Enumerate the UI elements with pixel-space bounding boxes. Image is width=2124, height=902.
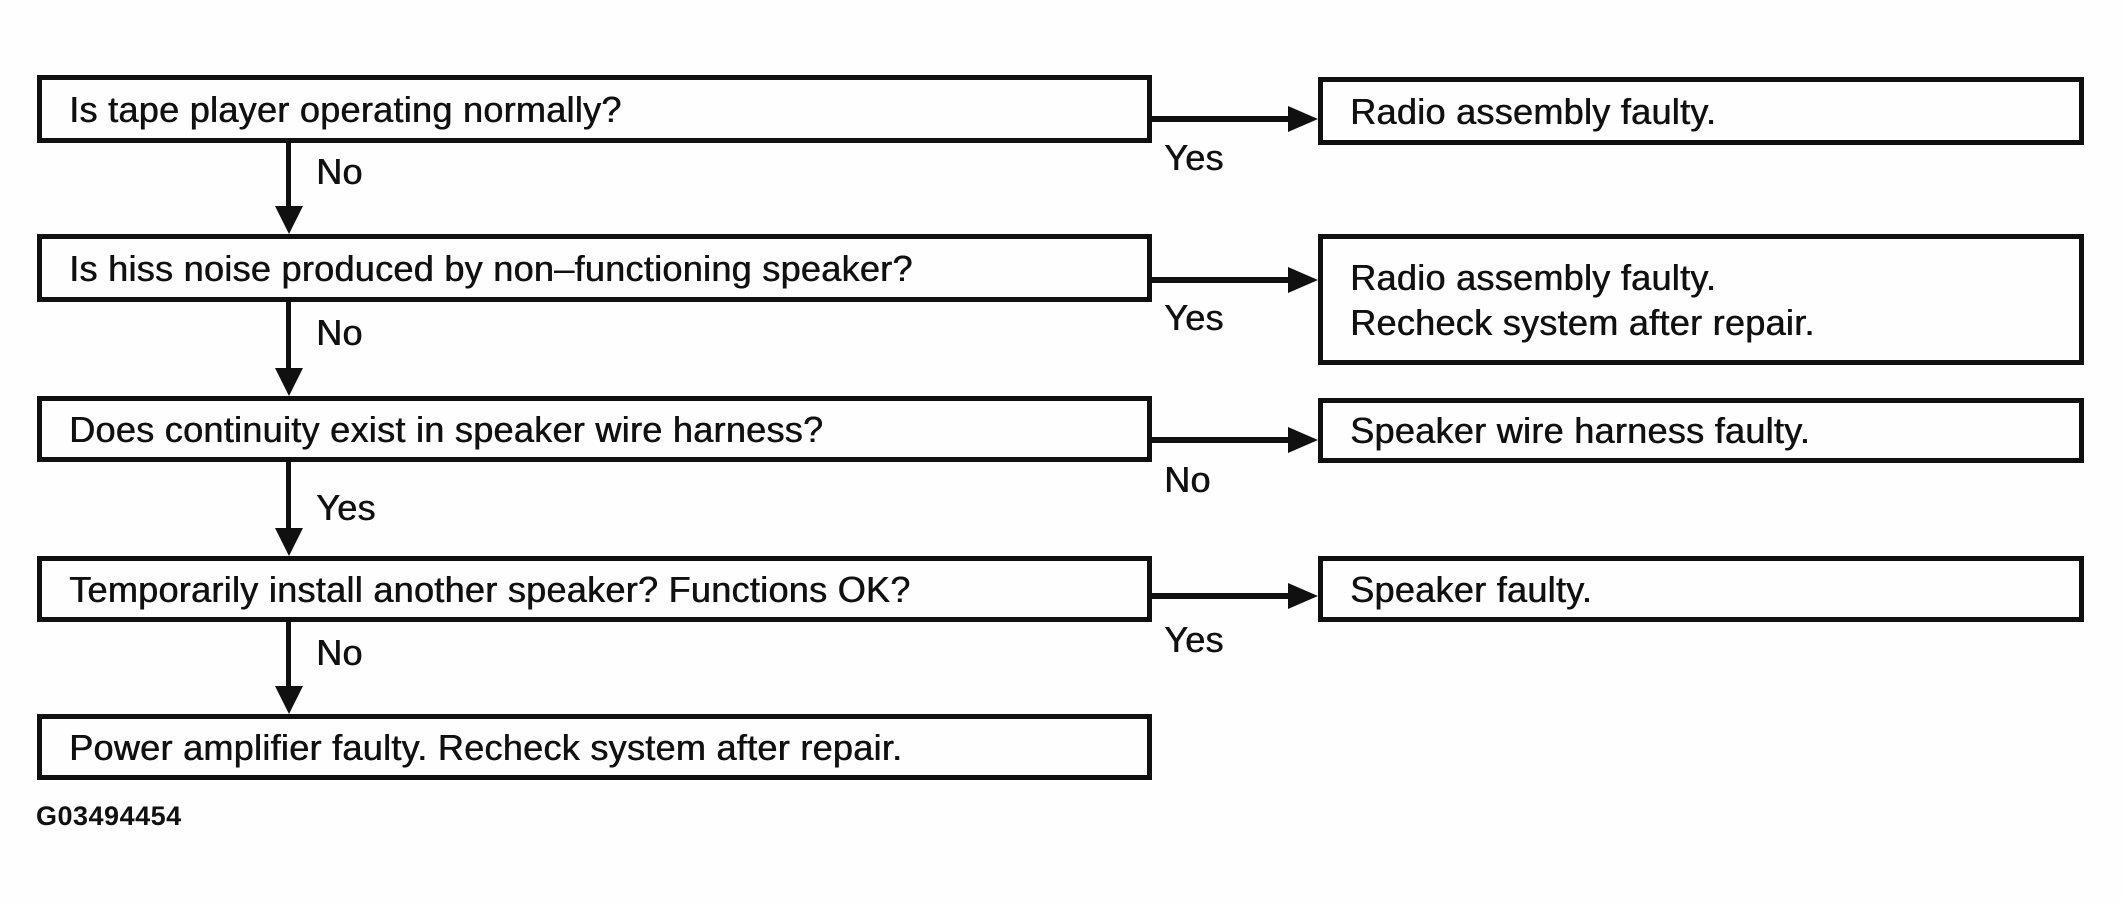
result-box-3-text: Speaker wire harness faulty.: [1350, 410, 1810, 451]
branch-arrow-4-shaft: [1152, 593, 1288, 599]
down-arrow-4-shaft: [286, 622, 291, 686]
result-box-4: Speaker faulty.: [1318, 556, 2084, 622]
figure-id-label: G03494454: [36, 801, 182, 831]
down-arrow-2-shaft: [286, 302, 291, 368]
down-label-2: No: [316, 312, 363, 353]
result-box-2-text-line1: Radio assembly faulty.: [1350, 256, 1717, 298]
terminal-box: Power amplifier faulty. Recheck system a…: [37, 714, 1152, 780]
branch-arrow-2-shaft: [1152, 277, 1288, 283]
down-label-3: Yes: [316, 487, 376, 528]
branch-arrow-1-shaft: [1152, 116, 1288, 122]
down-label-4: No: [316, 632, 363, 673]
question-box-3-text: Does continuity exist in speaker wire ha…: [69, 408, 824, 450]
result-box-1-text: Radio assembly faulty.: [1350, 90, 1717, 132]
branch-arrow-1-head: [1288, 106, 1318, 132]
down-arrow-2-head: [275, 368, 303, 396]
result-box-4-text: Speaker faulty.: [1350, 568, 1592, 610]
result-box-2-text-line2: Recheck system after repair.: [1350, 301, 1815, 343]
down-arrow-1-head: [275, 206, 303, 234]
question-box-1-text: Is tape player operating normally?: [69, 88, 622, 130]
question-box-1: Is tape player operating normally?: [37, 75, 1152, 143]
result-box-2: Radio assembly faulty. Recheck system af…: [1318, 234, 2084, 365]
branch-arrow-4-head: [1288, 583, 1318, 609]
down-arrow-1-shaft: [286, 143, 291, 206]
branch-arrow-3-head: [1288, 427, 1318, 453]
branch-label-1: Yes: [1164, 137, 1224, 178]
down-arrow-3-shaft: [286, 462, 291, 528]
result-box-1: Radio assembly faulty.: [1318, 77, 2084, 145]
question-box-4-text: Temporarily install another speaker? Fun…: [69, 568, 911, 610]
result-box-3: Speaker wire harness faulty.: [1318, 398, 2084, 463]
branch-label-2: Yes: [1164, 297, 1224, 338]
question-box-3: Does continuity exist in speaker wire ha…: [37, 396, 1152, 462]
branch-label-4: Yes: [1164, 619, 1224, 660]
branch-arrow-3-shaft: [1152, 437, 1288, 443]
question-box-2: Is hiss noise produced by non–functionin…: [37, 234, 1152, 302]
down-arrow-3-head: [275, 528, 303, 556]
terminal-box-text: Power amplifier faulty. Recheck system a…: [69, 726, 903, 768]
branch-label-3: No: [1164, 459, 1211, 500]
down-label-1: No: [316, 151, 363, 192]
question-box-4: Temporarily install another speaker? Fun…: [37, 556, 1152, 622]
question-box-2-text: Is hiss noise produced by non–functionin…: [69, 247, 913, 289]
down-arrow-4-head: [275, 686, 303, 714]
branch-arrow-2-head: [1288, 267, 1318, 293]
